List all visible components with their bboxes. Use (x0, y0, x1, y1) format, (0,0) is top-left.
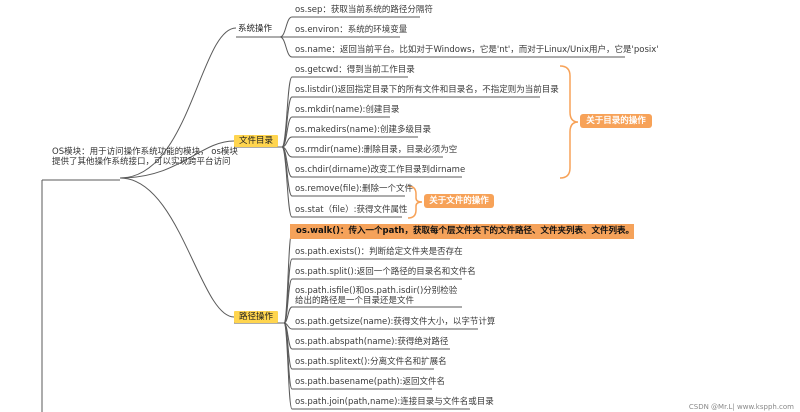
system-item-sep: os.sep：获取当前系统的路径分隔符 (295, 5, 433, 15)
file-item-stat: os.stat（file）:获得文件属性 (295, 205, 408, 215)
walk-item: os.walk()：传入一个path，获取每个层文件夹下的文件路径、文件夹列表、… (290, 224, 634, 239)
dir-item-listdir: os.listdir()返回指定目录下的所有文件和目录名，不指定则为当前目录 (295, 85, 559, 95)
file-item-remove: os.remove(file):删除一个文件 (295, 184, 414, 194)
category-system: 系统操作 (238, 24, 273, 34)
file-brace (407, 185, 423, 219)
path-item-isfile: os.path.isfile()和os.path.isdir()分别检验给出的路… (295, 286, 458, 306)
dir-item-chdir: os.chdir(dirname)改变工作目录到dirname (295, 165, 466, 175)
root-text: OS模块：用于访问操作系统功能的模块， os模块提供了其他操作系统接口，可以实现… (52, 147, 238, 167)
path-item-join: os.path.join(path,name):连接目录与文件名或目录 (295, 397, 494, 407)
dir-brace (559, 65, 579, 179)
root-node: OS模块：用于访问操作系统功能的模块， os模块提供了其他操作系统接口，可以实现… (52, 147, 242, 167)
watermark: CSDN @Mr.L| www.kspph.com (688, 403, 794, 411)
path-item-exists: os.path.exists()：判断给定文件夹是否存在 (295, 247, 463, 257)
category-path: 路径操作 (234, 311, 279, 323)
root-to-filedir (119, 140, 235, 179)
root-to-path (119, 177, 235, 318)
dir-item-rmdir: os.rmdir(name):删除目录，目录必须为空 (295, 145, 458, 155)
callout-dir-ops: 关于目录的操作 (580, 114, 652, 128)
system-item-environ: os.environ：系统的环境变量 (295, 25, 408, 35)
path-item-abspath: os.path.abspath(name):获得绝对路径 (295, 337, 449, 347)
path-item-split: os.path.split():返回一个路径的目录名和文件名 (295, 267, 476, 277)
system-item-name: os.name：返回当前平台。比如对于Windows，它是'nt'，而对于Lin… (295, 45, 659, 55)
path-item-getsize: os.path.getsize(name):获得文件大小，以字节计算 (295, 317, 496, 327)
category-file-dir: 文件目录 (234, 135, 279, 147)
dir-item-mkdir: os.mkdir(name):创建目录 (295, 105, 400, 115)
callout-file-ops: 关于文件的操作 (424, 194, 494, 208)
dir-item-makedirs: os.makedirs(name):创建多级目录 (295, 125, 431, 135)
path-item-splitext: os.path.splitext():分离文件名和扩展名 (295, 357, 447, 367)
root-to-system (119, 27, 237, 179)
path-item-basename: os.path.basename(path):返回文件名 (295, 377, 446, 387)
dir-item-getcwd: os.getcwd：得到当前工作目录 (295, 65, 415, 75)
